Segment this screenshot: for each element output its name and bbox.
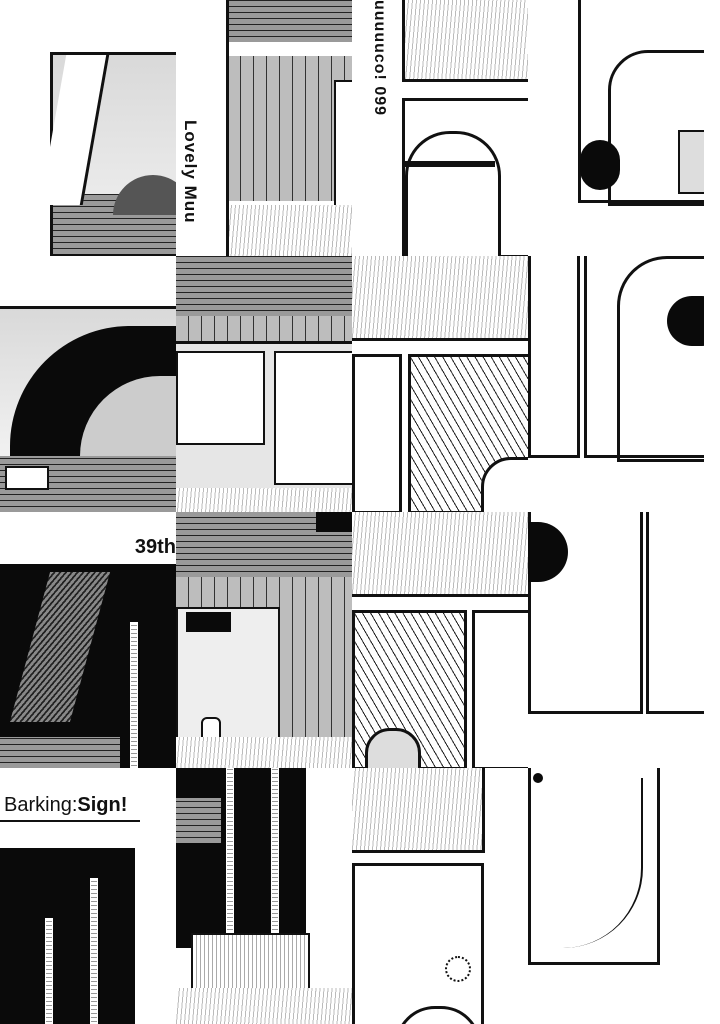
chapter-title-main: Sign! [77,794,128,816]
series-episode: uuuuuco! 099 [371,0,388,117]
tile-face-peek: uuuuuco! 099 [352,0,528,256]
chapter-number: 39th [134,536,176,558]
tile-hand [528,512,704,768]
tile-closeup [528,768,704,1024]
tile-night-forest: 39th [0,512,176,768]
panel-grass [352,354,402,512]
chapter-title: Barking:Sign! [4,794,127,817]
tile-night-house [176,768,352,1024]
chapter-title-prefix: Barking [4,794,72,816]
panel-sky [39,52,176,256]
series-logo: Lovely Muu [181,120,200,224]
tile-dog-ears [352,512,528,768]
tile-trees-roof [0,256,176,512]
panel-shout [584,256,704,462]
panel-dog-speedlines [352,610,467,768]
tile-dog-speedlines [352,256,528,512]
panel-pond [402,0,528,82]
chapter-title-sep: : [71,794,78,816]
tile-house-wall: Lovely Muu [176,0,352,256]
tile-roof-sky [0,0,176,256]
tile-barking [352,768,528,1024]
tile-house-door-dog [176,512,352,768]
tile-person-cup [528,0,704,256]
tile-title: Barking:Sign! [0,768,176,1024]
panel-dog-surprised [408,354,528,512]
tile-house-window [176,256,352,512]
tile-shout [528,256,704,512]
panel-face [402,98,528,256]
panel-barking [352,863,484,1024]
